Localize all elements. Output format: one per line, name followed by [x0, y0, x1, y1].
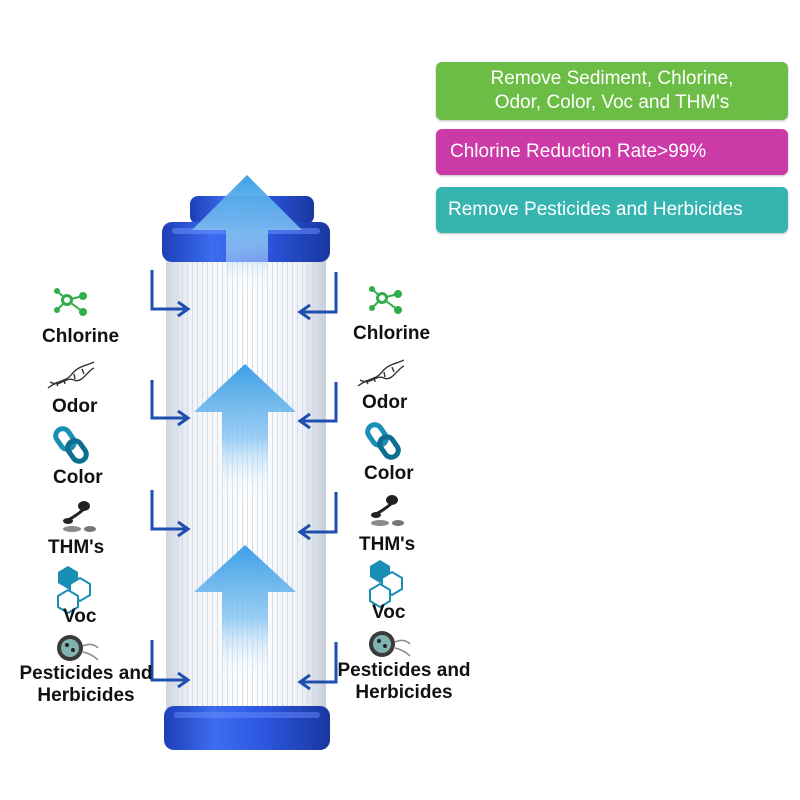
- label-line: Pesticides and: [19, 663, 153, 684]
- label-color-left: Color: [53, 467, 103, 488]
- hexagon-icon: [369, 560, 403, 609]
- label-line: Herbicides: [37, 685, 135, 706]
- label-pesticides-right: Pesticides and Herbicides: [332, 660, 476, 704]
- label-odor-right: Odor: [362, 392, 408, 413]
- label-voc-right: Voc: [372, 602, 406, 623]
- label-voc-left: Voc: [63, 606, 97, 627]
- inlet-arrows-left: [150, 270, 191, 689]
- label-odor-left: Odor: [52, 396, 98, 417]
- label-line: Pesticides and: [337, 660, 471, 681]
- label-pesticides-left: Pesticides and Herbicides: [14, 663, 158, 707]
- flow-arrow-up: [194, 545, 296, 680]
- label-chlorine-left: Chlorine: [42, 326, 120, 347]
- dna-icon: [47, 361, 95, 389]
- banner-line-2: Odor, Color, Voc and THM's: [494, 92, 730, 113]
- banner-text: Chlorine Reduction Rate>99%: [450, 141, 707, 162]
- banner-text: Remove Pesticides and Herbicides: [448, 199, 743, 220]
- bacteria-icon: [369, 631, 411, 657]
- inlet-arrows-right: [297, 272, 338, 691]
- molecule-icon: [369, 286, 402, 314]
- droplets-icon: [63, 501, 96, 532]
- label-thms-left: THM's: [48, 537, 105, 558]
- droplets-icon: [371, 495, 404, 526]
- label-color-right: Color: [364, 463, 414, 484]
- banner-line-1: Remove Sediment, Chlorine,: [490, 68, 734, 89]
- bottom-cap: [164, 706, 330, 750]
- bacteria-icon: [57, 635, 99, 661]
- banner-chlorine-reduction: Chlorine Reduction Rate>99%: [436, 129, 788, 175]
- label-line: Herbicides: [355, 682, 453, 703]
- label-thms-right: THM's: [359, 534, 416, 555]
- chain-link-icon: [365, 422, 401, 460]
- dna-icon: [357, 359, 405, 387]
- banner-remove-sediment: Remove Sediment, Chlorine, Odor, Color, …: [436, 62, 788, 120]
- hexagon-icon: [57, 566, 91, 615]
- molecule-icon: [54, 288, 87, 316]
- flow-arrow-up: [192, 175, 302, 290]
- chain-link-icon: [53, 426, 89, 464]
- label-chlorine-right: Chlorine: [353, 323, 431, 344]
- banner-remove-pesticides: Remove Pesticides and Herbicides: [436, 187, 788, 233]
- flow-arrow-up: [194, 364, 296, 498]
